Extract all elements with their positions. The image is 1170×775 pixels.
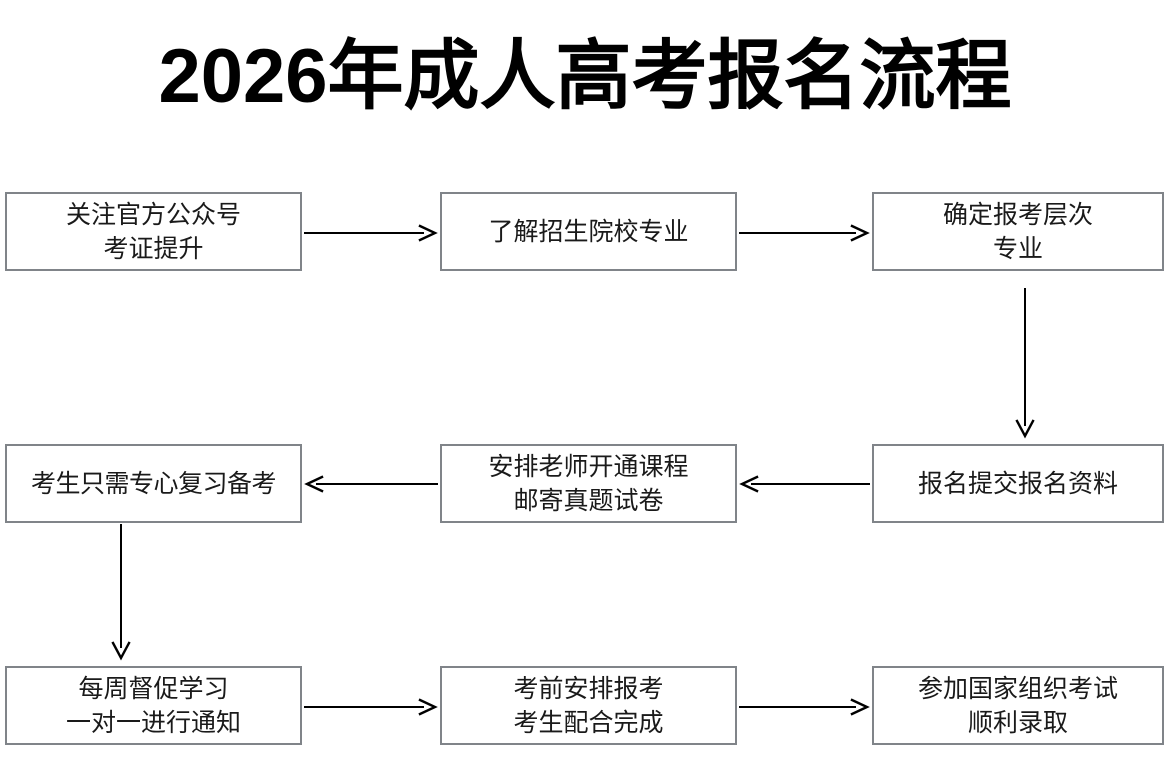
arrow-right-icon-n7-n8 [304,693,438,721]
flow-node-n5[interactable]: 安排老师开通课程 邮寄真题试卷 [440,444,737,523]
arrow-right-icon-n1-n2 [304,219,438,247]
flow-node-n9[interactable]: 参加国家组织考试 顺利录取 [872,666,1164,745]
flow-node-n1-line-1: 关注官方公众号 [65,200,241,229]
flow-node-n5-line-1: 安排老师开通课程 [488,452,689,481]
flow-node-n5-line-2: 邮寄真题试卷 [513,486,664,515]
arrow-down-icon-n4-n7 [107,524,135,662]
flow-node-n8[interactable]: 考前安排报考 考生配合完成 [440,666,737,745]
flow-node-n9-line-2: 顺利录取 [967,708,1068,737]
flow-node-n8-line-1: 考前安排报考 [513,674,664,703]
arrow-left-icon-n5-n4 [304,470,438,498]
flow-node-n4[interactable]: 考生只需专心复习备考 [5,444,302,523]
page-title: 2026年成人高考报名流程 [158,34,1012,119]
arrow-left-icon-n6-n5 [739,470,870,498]
flow-node-n3[interactable]: 确定报考层次 专业 [872,192,1164,271]
flow-node-n7[interactable]: 每周督促学习 一对一进行通知 [5,666,302,745]
flow-node-n7-line-2: 一对一进行通知 [65,708,241,737]
arrow-right-icon-n2-n3 [739,219,870,247]
flow-node-n2-line-1: 了解招生院校专业 [488,217,689,246]
flow-node-n1-line-2: 考证提升 [103,234,204,263]
flow-node-n3-line-2: 专业 [992,234,1043,263]
flow-node-n8-line-2: 考生配合完成 [513,708,664,737]
flow-node-n1[interactable]: 关注官方公众号 考证提升 [5,192,302,271]
flow-node-n3-line-1: 确定报考层次 [942,200,1093,229]
arrow-down-icon-n3-n6 [1011,288,1039,440]
arrow-right-icon-n8-n9 [739,693,870,721]
flow-node-n6[interactable]: 报名提交报名资料 [872,444,1164,523]
flow-node-n2[interactable]: 了解招生院校专业 [440,192,737,271]
flow-node-n6-line-1: 报名提交报名资料 [917,469,1118,498]
flow-node-n4-line-1: 考生只需专心复习备考 [30,469,277,498]
flow-node-n7-line-1: 每周督促学习 [78,674,229,703]
flow-node-n9-line-1: 参加国家组织考试 [917,674,1118,703]
